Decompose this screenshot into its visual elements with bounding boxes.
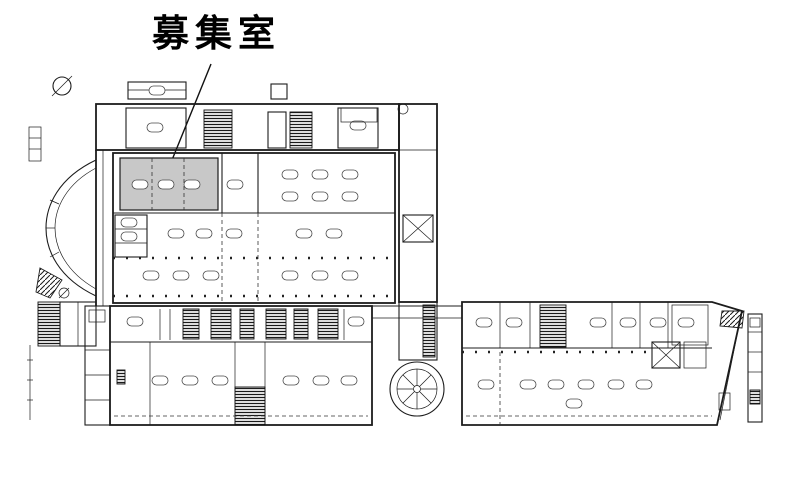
- east-strip: [747, 313, 763, 423]
- lower-block: [109, 305, 373, 426]
- north-wing: [95, 103, 409, 151]
- dimension-marks: [27, 126, 42, 420]
- east-wing: [461, 301, 744, 426]
- main-block: [112, 152, 396, 304]
- link-corridor: [372, 305, 462, 319]
- recruitment-room-label: 募集室: [152, 13, 281, 54]
- east-service-wing: [398, 103, 438, 303]
- southwest-strip: [84, 305, 111, 426]
- west-wall: [95, 150, 104, 306]
- core-stair: [234, 386, 266, 426]
- survey-marker-icon: [51, 75, 73, 97]
- elevator-shaft: [402, 214, 434, 243]
- west-entry: [35, 267, 70, 299]
- circular-stair: [389, 301, 445, 417]
- stair-block: [203, 109, 233, 149]
- top-outbuildings: [127, 81, 288, 100]
- callout-leader-line: [171, 63, 212, 161]
- stair-block: [289, 111, 313, 149]
- east-cap: [718, 310, 745, 421]
- curved-canopy: [45, 159, 97, 297]
- elevator-shaft: [651, 341, 681, 369]
- west-stair: [37, 301, 97, 347]
- stair-block: [539, 304, 567, 348]
